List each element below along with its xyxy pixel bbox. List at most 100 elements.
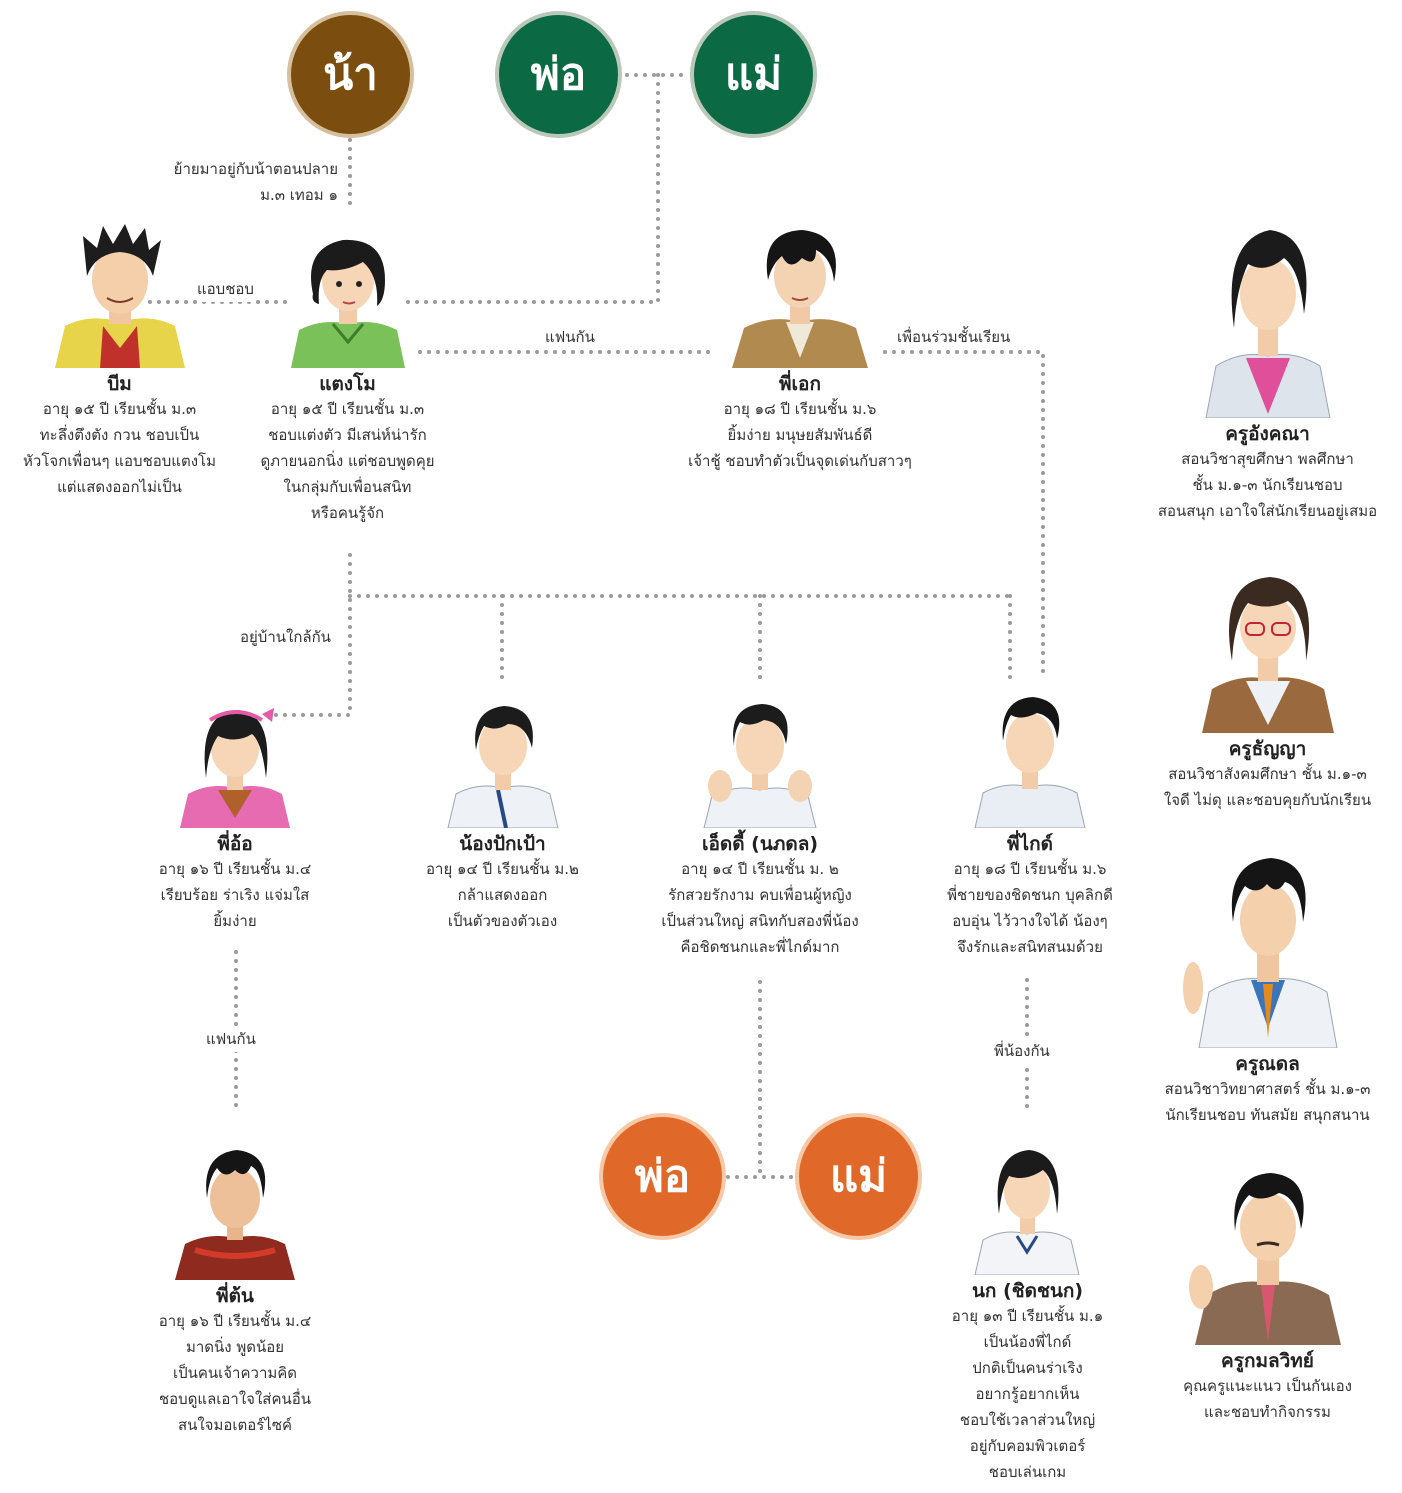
- move-in-label: ย้ายมาอยู่กับน้าตอนปลาย ม.๓ เทอม ๑: [140, 156, 338, 208]
- guide-portrait: [974, 697, 1086, 828]
- taengmo-desc-4: ในกลุ่มกับเพื่อนสนิท: [283, 478, 412, 496]
- nok-portrait: [974, 1150, 1080, 1275]
- guide-desc-1: อายุ ๑๘ ปี เรียนชั้น ม.๖: [953, 860, 1107, 878]
- guide-name: พี่ไกด์: [1007, 833, 1053, 855]
- nok-desc-4: อยากรู้อยากเห็น: [975, 1385, 1080, 1403]
- beam-desc-2: ทะลึ่งตึงตัง กวน ชอบเป็น: [39, 426, 200, 444]
- secret-crush-label: แอบชอบ: [197, 276, 254, 302]
- father-bottom-circle: พ่อ: [599, 1113, 726, 1240]
- father-top-circle: พ่อ: [495, 11, 622, 138]
- ek-portrait: [732, 230, 868, 368]
- mallawit-desc-1: คุณครูแนะแนว เป็นกันเอง: [1183, 1377, 1352, 1395]
- mother-top-label: แม่: [724, 48, 783, 100]
- ton-desc-4: ชอบดูแลเอาใจใส่คนอื่น: [158, 1390, 311, 1408]
- character-nok: นก (ชิดชนก) อายุ ๑๓ ปี เรียนชั้น ม.๑ เป็…: [920, 1130, 1135, 1485]
- guide-desc-3: อบอุ่น ไว้วางใจได้ น้องๆ: [952, 912, 1108, 930]
- ek-desc-1: อายุ ๑๘ ปี เรียนชั้น ม.๖: [723, 400, 877, 418]
- nok-desc-6: อยู่กับคอมพิวเตอร์: [969, 1437, 1086, 1455]
- thanya-portrait: [1201, 577, 1334, 733]
- taengmo-name: แตงโม: [319, 373, 376, 395]
- eddie-desc-4: คือชิดชนกและพี่ไกด์มาก: [680, 938, 840, 956]
- neighbors-vertical-link: [273, 553, 352, 717]
- taengmo-desc-2: ชอบแต่งตัว มีเสน่ห์น่ารัก: [268, 426, 427, 444]
- beam-name: บีม: [107, 373, 132, 395]
- or-desc-1: อายุ ๑๖ ปี เรียนชั้น ม.๔: [158, 860, 312, 878]
- or-desc-3: ยิ้มง่าย: [213, 912, 257, 930]
- nadol-portrait: [1182, 858, 1338, 1048]
- character-teacher-thanya: ครูธัญญา สอนวิชาสังคมศึกษา ชั้น ม.๑-๓ ใจ…: [1140, 565, 1395, 813]
- aunt-label: น้า: [323, 48, 378, 100]
- character-taengmo: แตงโม อายุ ๑๕ ปี เรียนชั้น ม.๓ ชอบแต่งตั…: [240, 218, 455, 526]
- or-desc-2: เรียบร้อย ร่าเริง แจ่มใส: [160, 886, 310, 904]
- character-beam: บีม อายุ ๑๕ ปี เรียนชั้น ม.๓ ทะลึ่งตึงตั…: [12, 218, 227, 500]
- pakpao-name: น้องปักเป้า: [459, 833, 546, 855]
- classmates-label: เพื่อนร่วมชั้นเรียน: [897, 324, 1011, 350]
- eddie-name: เอ็ดดี้ (นภดล): [701, 833, 819, 855]
- eddie-portrait: [703, 704, 817, 828]
- nadol-name: ครูณดล: [1235, 1053, 1300, 1075]
- angkana-portrait: [1204, 230, 1331, 418]
- nadol-desc-1: สอนวิชาวิทยาศาสตร์ ชั้น ม.๑-๓: [1164, 1080, 1371, 1098]
- or-name: พี่อ้อ: [217, 833, 253, 855]
- beam-desc-3: หัวโจกเพื่อนๆ แอบชอบแตงโม: [23, 452, 216, 470]
- eddie-desc-3: เป็นส่วนใหญ่ สนิทกับสองพี่น้อง: [661, 912, 859, 930]
- ton-desc-3: เป็นคนเจ้าความคิด: [172, 1364, 298, 1382]
- move-in-label-line1: ย้ายมาอยู่กับน้าตอนปลาย: [173, 160, 338, 178]
- angkana-desc-2: ชั้น ม.๑-๓ นักเรียนชอบ: [1192, 476, 1343, 494]
- character-teacher-angkana: ครูอังคณา สอนวิชาสุขศึกษา พลศึกษา ชั้น ม…: [1140, 218, 1395, 524]
- mallawit-name: ครูกมลวิทย์: [1221, 1350, 1314, 1372]
- taengmo-desc-3: ดูภายนอกนิ่ง แต่ชอบพูดคุย: [260, 452, 435, 470]
- neighbors-label: อยู่บ้านใกล้กัน: [240, 624, 331, 650]
- eddie-desc-1: อายุ ๑๔ ปี เรียนชั้น ม. ๒: [681, 860, 839, 878]
- angkana-name: ครูอังคณา: [1225, 423, 1310, 445]
- mallawit-portrait: [1188, 1173, 1341, 1345]
- nok-desc-3: ปกติเป็นคนร่าเริง: [972, 1359, 1083, 1377]
- parents-to-taengmo-link: [398, 73, 660, 304]
- ek-name: พี่เอก: [779, 373, 821, 395]
- couple-or-ton-label: แฟนกัน: [206, 1026, 256, 1052]
- beam-portrait: [54, 224, 185, 368]
- father-top-label: พ่อ: [530, 48, 587, 100]
- nok-desc-7: ชอบเล่นเกม: [988, 1463, 1067, 1481]
- or-portrait: [180, 708, 290, 828]
- ton-desc-1: อายุ ๑๖ ปี เรียนชั้น ม.๔: [158, 1312, 312, 1330]
- aunt-circle: น้า: [287, 11, 414, 138]
- father-bottom-label: พ่อ: [634, 1150, 691, 1202]
- character-ek: พี่เอก อายุ ๑๘ ปี เรียนชั้น ม.๖ ยิ้มง่าย…: [650, 218, 950, 474]
- mother-bottom-label: แม่: [829, 1150, 888, 1202]
- ton-name: พี่ต้น: [216, 1285, 254, 1307]
- pakpao-desc-1: อายุ ๑๔ ปี เรียนชั้น ม.๒: [426, 860, 579, 878]
- character-ton: พี่ต้น อายุ ๑๖ ปี เรียนชั้น ม.๔ มาดนิ่ง …: [130, 1140, 340, 1438]
- thanya-name: ครูธัญญา: [1228, 738, 1307, 760]
- nadol-desc-2: นักเรียนชอบ ทันสมัย สนุกสนาน: [1165, 1106, 1370, 1124]
- ton-desc-5: สนใจมอเตอร์ไซค์: [177, 1416, 293, 1434]
- taengmo-desc-5: หรือคนรู้จัก: [310, 504, 385, 522]
- pakpao-desc-2: กล้าแสดงออก: [457, 886, 548, 904]
- character-or: พี่อ้อ อายุ ๑๖ ปี เรียนชั้น ม.๔ เรียบร้อ…: [130, 690, 340, 934]
- ton-portrait: [175, 1150, 295, 1280]
- character-pakpao: น้องปักเป้า อายุ ๑๔ ปี เรียนชั้น ม.๒ กล้…: [395, 690, 610, 934]
- ton-desc-2: มาดนิ่ง พูดน้อย: [185, 1338, 285, 1356]
- angkana-desc-1: สอนวิชาสุขศึกษา พลศึกษา: [1181, 450, 1354, 468]
- pakpao-portrait: [446, 706, 559, 828]
- character-teacher-nadol: ครูณดล สอนวิชาวิทยาศาสตร์ ชั้น ม.๑-๓ นัก…: [1140, 848, 1395, 1128]
- ek-desc-3: เจ้าชู้ ชอบทำตัวเป็นจุดเด่นกับสาวๆ: [688, 452, 912, 470]
- nok-desc-1: อายุ ๑๓ ปี เรียนชั้น ม.๑: [951, 1307, 1104, 1325]
- beam-desc-4: แต่แสดงออกไม่เป็น: [57, 478, 182, 496]
- eddie-desc-2: รักสวยรักงาม คบเพื่อนผู้หญิง: [668, 886, 852, 904]
- mother-bottom-circle: แม่: [795, 1113, 922, 1240]
- thanya-desc-1: สอนวิชาสังคมศึกษา ชั้น ม.๑-๓: [1168, 765, 1367, 783]
- ek-desc-2: ยิ้มง่าย มนุษยสัมพันธ์ดี: [727, 426, 873, 444]
- mallawit-desc-2: และชอบทำกิจกรรม: [1204, 1403, 1331, 1421]
- taengmo-portrait: [290, 239, 405, 368]
- couple-taengmo-ek-label: แฟนกัน: [545, 324, 595, 350]
- move-in-label-line2: ม.๓ เทอม ๑: [260, 186, 338, 204]
- character-eddie: เอ็ดดี้ (นภดล) อายุ ๑๔ ปี เรียนชั้น ม. ๒…: [620, 690, 900, 960]
- guide-desc-2: พี่ชายของชิดชนก บุคลิกดี: [947, 886, 1113, 904]
- nok-name: นก (ชิดชนก): [971, 1280, 1084, 1302]
- siblings-label: พี่น้องกัน: [994, 1038, 1050, 1064]
- guide-desc-4: จึงรักและสนิทสนมด้วย: [957, 938, 1103, 956]
- nok-desc-5: ชอบใช้เวลาส่วนใหญ่: [959, 1411, 1096, 1429]
- character-teacher-mallawit: ครูกมลวิทย์ คุณครูแนะแนว เป็นกันเอง และช…: [1140, 1165, 1395, 1425]
- thanya-desc-2: ใจดี ไม่ดุ และชอบคุยกับนักเรียน: [1163, 791, 1372, 809]
